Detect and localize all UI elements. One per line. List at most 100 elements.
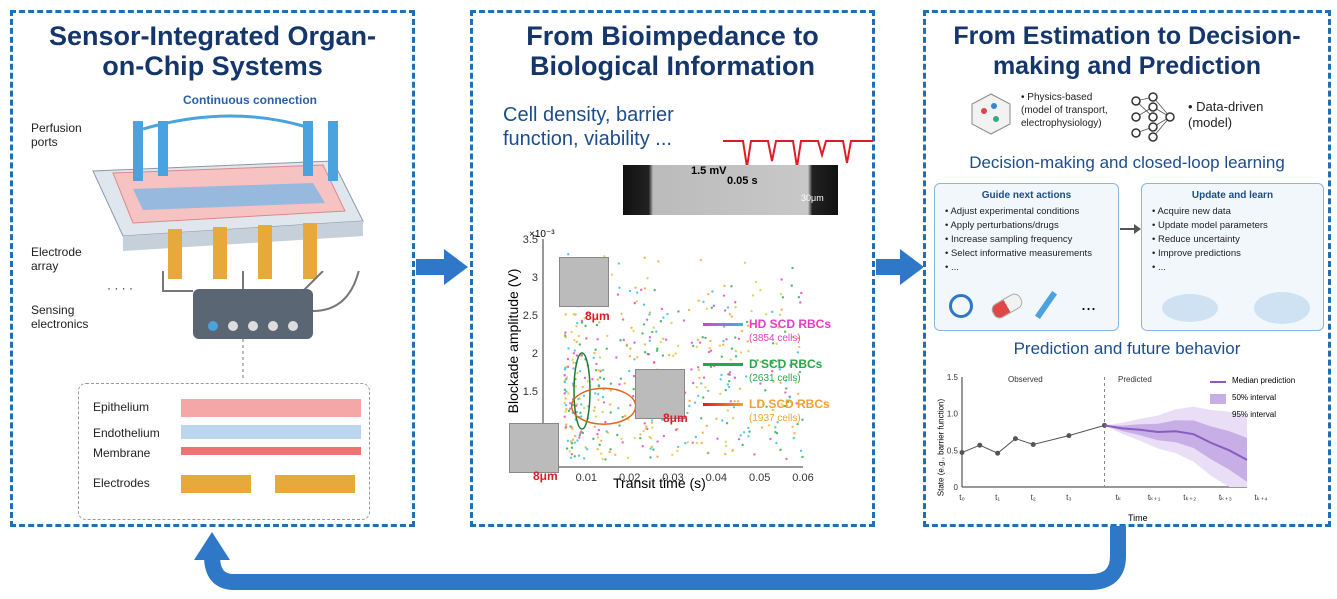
scatter-point (779, 381, 782, 385)
scatter-point (709, 365, 713, 369)
scatter-point (642, 323, 646, 326)
scatter-point (569, 425, 572, 428)
scatter-point (777, 359, 780, 362)
scatter-point (563, 388, 567, 391)
scatter-point (578, 434, 581, 437)
scatter-point (564, 404, 568, 407)
prediction-ylabel: State (e.g., barrier function) (936, 398, 946, 497)
scatter-point (593, 425, 596, 429)
scatter-point (601, 410, 604, 414)
scatter-point (591, 377, 594, 381)
scatter-point (801, 418, 804, 421)
scatter-point (754, 280, 758, 284)
scatter-point (671, 354, 675, 358)
legend-hd-count: (3854 cells) (749, 333, 801, 344)
scatter-point (628, 369, 631, 373)
scatter-x-tick: 0.06 (792, 472, 813, 484)
scatter-point (719, 392, 722, 395)
scatter-point (593, 409, 596, 412)
scatter-point (784, 379, 788, 382)
cell-scale-2: 8μm (663, 411, 688, 425)
scatter-point (653, 361, 656, 364)
pred-x-tick: tₖ₊₁ (1148, 493, 1161, 502)
legend-median-swatch (1210, 381, 1226, 383)
scatter-point (563, 392, 566, 395)
scatter-point (599, 369, 602, 373)
scatter-point (564, 423, 568, 426)
scatter-point (692, 344, 695, 348)
scatter-x-tick: 0.04 (706, 472, 727, 484)
legend-ld-name: LD SCD RBCs (749, 397, 830, 411)
scatter-point (722, 325, 726, 328)
scatter-point (797, 392, 800, 395)
scatter-point (580, 354, 584, 357)
scatter-point (785, 387, 788, 390)
scatter-point (585, 448, 589, 451)
scatter-point (727, 385, 731, 389)
scatter-point (724, 452, 727, 456)
scatter-point (788, 395, 792, 399)
scatter-point (737, 337, 741, 340)
scatter-point (719, 378, 722, 381)
scatter-point (610, 273, 614, 276)
layer-label-epithelium: Epithelium (93, 400, 150, 414)
scatter-point (705, 307, 709, 311)
update-item: ... (1152, 261, 1323, 275)
scatter-point (759, 360, 762, 364)
scatter-point (629, 347, 632, 350)
scatter-point (574, 313, 577, 316)
organ-chip-illustration (92, 114, 364, 279)
guide-list: Adjust experimental conditions Apply per… (935, 205, 1118, 275)
dropper-icon (1034, 290, 1058, 320)
scatter-point (700, 441, 704, 445)
scatter-point (789, 401, 793, 404)
scatter-point (726, 306, 730, 309)
scatter-point (574, 404, 578, 407)
pred-x-tick: t₀ (959, 493, 965, 502)
ellipsis-label: · · · · (107, 281, 133, 295)
scatter-point (774, 425, 777, 429)
scatter-point (592, 356, 596, 360)
scatter-point (753, 453, 756, 456)
scatter-point (720, 355, 724, 358)
scatter-point (722, 339, 725, 343)
distribution-before-icon (1162, 294, 1218, 322)
scatter-point (609, 411, 612, 414)
scatter-point (577, 334, 581, 338)
scatter-point (629, 404, 632, 407)
perfusion-ports-label: Perfusion ports (31, 121, 82, 149)
scatter-point (739, 434, 742, 437)
cube-model-icon (971, 93, 1011, 135)
predicted-label: Predicted (1118, 375, 1152, 384)
scatter-point (596, 338, 599, 341)
scatter-point (709, 349, 713, 352)
scatter-point (661, 354, 665, 357)
scatter-point (604, 420, 607, 424)
scatter-point (609, 448, 612, 451)
scatter-point (642, 303, 646, 306)
scatter-point (584, 446, 587, 449)
scatter-point (726, 383, 730, 386)
scatter-point (660, 418, 664, 421)
scatter-y-tick: 1.5 (523, 386, 538, 398)
scatter-point (701, 335, 704, 339)
epithelium-layer (181, 399, 361, 417)
scatter-point (759, 320, 762, 323)
scatter-point (565, 390, 568, 393)
scatter-point (563, 374, 566, 377)
scatter-point (760, 426, 764, 429)
update-title: Update and learn (1191, 190, 1274, 201)
scatter-point (582, 457, 586, 460)
scatter-point (581, 385, 585, 389)
scatter-point (598, 443, 601, 447)
scatter-point (769, 360, 772, 363)
scatter-point (687, 308, 691, 312)
observed-line (961, 424, 1105, 454)
scatter-point (747, 349, 750, 353)
scatter-point (800, 291, 803, 295)
scatter-point (799, 449, 803, 452)
scatter-point (571, 427, 574, 430)
scatter-point (582, 394, 586, 397)
legend-d-count: (2631 cells) (749, 373, 801, 384)
